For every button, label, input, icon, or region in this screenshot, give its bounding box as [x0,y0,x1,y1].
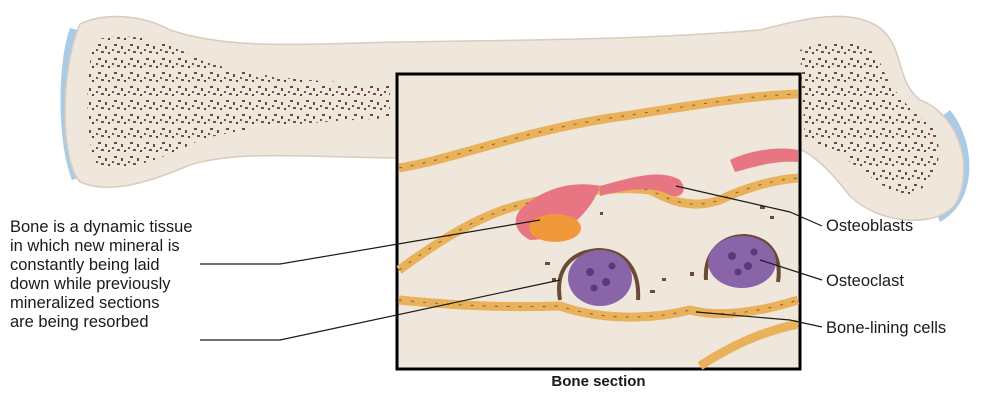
label-bone-lining-cells: Bone-lining cells [826,319,946,338]
label-osteoblasts: Osteoblasts [826,217,913,236]
bone-section-panel [397,74,800,369]
osteoclast-left [568,250,632,306]
description-line: constantly being laid [10,256,193,275]
description-line: Bone is a dynamic tissue [10,218,193,237]
description-line: down while previously [10,275,193,294]
description-block: Bone is a dynamic tissue in which new mi… [10,218,193,332]
label-osteoclast: Osteoclast [826,272,904,291]
caption-bone-section: Bone section [397,373,800,390]
osteoid-deposit [529,214,581,242]
description-line: in which new mineral is [10,237,193,256]
description-line: mineralized sections [10,294,193,313]
trabecular-right [800,41,939,195]
description-line: are being resorbed [10,313,193,332]
